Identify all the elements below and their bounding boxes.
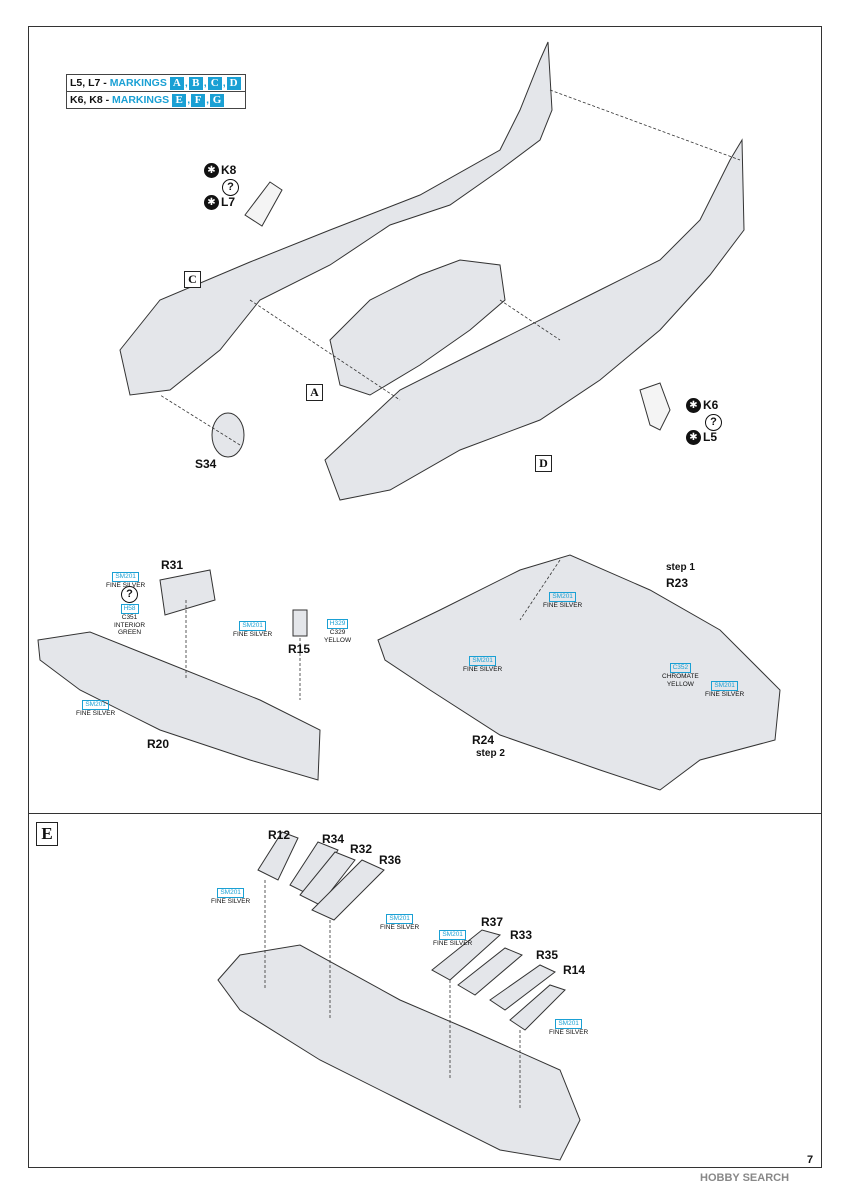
part-r20-label: R20 bbox=[147, 737, 170, 751]
star-insignia-icon: ✱ bbox=[204, 163, 219, 178]
r12-rib-drawing bbox=[257, 831, 299, 881]
watermark-text: HOBBY SEARCH bbox=[700, 1172, 790, 1184]
step-a-box: A bbox=[306, 384, 323, 401]
markings-legend: L5, L7 - MARKINGS A, B, C, D K6, K8 - MA… bbox=[66, 74, 246, 109]
r20-floor-drawing bbox=[37, 631, 321, 781]
part-r36-label: R36 bbox=[379, 853, 402, 867]
markings-row-k6-k8: K6, K8 - MARKINGS E, F, G bbox=[67, 91, 245, 108]
marking-c-badge: C bbox=[207, 76, 222, 90]
r37-rib-drawing bbox=[431, 929, 502, 981]
marking-f-badge: F bbox=[191, 93, 206, 107]
section-divider bbox=[28, 813, 822, 814]
cockpit-tub-drawing bbox=[329, 259, 506, 396]
r35-rib-drawing bbox=[489, 964, 556, 1011]
part-r14-label: R14 bbox=[563, 963, 586, 977]
r32-rib-drawing bbox=[299, 851, 356, 906]
part-r35-label: R35 bbox=[536, 948, 559, 962]
option-k6-label: K6 bbox=[703, 398, 719, 412]
question-icon: ? bbox=[121, 586, 138, 603]
question-icon: ? bbox=[705, 414, 722, 431]
left-fuselage-half-drawing bbox=[119, 41, 553, 396]
marking-e-badge: E bbox=[172, 93, 187, 107]
r31-panel-drawing bbox=[159, 569, 216, 616]
marking-a-badge: A bbox=[169, 76, 184, 90]
star-insignia-icon: ✱ bbox=[686, 430, 701, 445]
marking-g-badge: G bbox=[210, 93, 225, 107]
star-insignia-icon: ✱ bbox=[686, 398, 701, 413]
question-icon: ? bbox=[222, 179, 239, 196]
part-r34-label: R34 bbox=[322, 832, 345, 846]
r23-r24-assembly-drawing bbox=[377, 554, 781, 791]
r15-part-drawing bbox=[292, 609, 308, 637]
marking-d-badge: D bbox=[226, 76, 241, 90]
part-r31-label: R31 bbox=[161, 558, 184, 572]
star-insignia-icon: ✱ bbox=[204, 195, 219, 210]
instruction-sheet-border bbox=[28, 26, 822, 1168]
part-r23-label: R23 bbox=[666, 576, 689, 590]
option-k8-label: K8 bbox=[221, 163, 237, 177]
right-fuselage-half-drawing bbox=[324, 138, 745, 501]
windscreen-right-drawing bbox=[639, 382, 671, 431]
part-r24-label: R24 bbox=[472, 733, 495, 747]
section-e-fuselage-drawing bbox=[217, 944, 581, 1161]
marking-b-badge: B bbox=[188, 76, 203, 90]
option-l5-label: L5 bbox=[703, 430, 718, 444]
part-r12-label: R12 bbox=[268, 828, 291, 842]
step-d-box: D bbox=[535, 455, 552, 472]
s34-disc-drawing bbox=[211, 412, 245, 458]
r14-rib-drawing bbox=[509, 984, 566, 1031]
part-s34-label: S34 bbox=[195, 457, 217, 471]
part-r32-label: R32 bbox=[350, 842, 373, 856]
step-1-label: step 1 bbox=[666, 562, 695, 573]
page-number: 7 bbox=[807, 1154, 814, 1166]
r36-rib-drawing bbox=[311, 859, 385, 921]
windscreen-left-drawing bbox=[244, 181, 283, 227]
part-r37-label: R37 bbox=[481, 915, 504, 929]
step-c-box: C bbox=[184, 271, 201, 288]
option-l7-label: L7 bbox=[221, 195, 236, 209]
markings-row-l5-l7: L5, L7 - MARKINGS A, B, C, D bbox=[67, 75, 245, 91]
step-2-label: step 2 bbox=[476, 748, 505, 759]
r33-rib-drawing bbox=[457, 947, 523, 996]
part-r15-label: R15 bbox=[288, 642, 311, 656]
section-e-box: E bbox=[36, 822, 58, 846]
part-r33-label: R33 bbox=[510, 928, 533, 942]
